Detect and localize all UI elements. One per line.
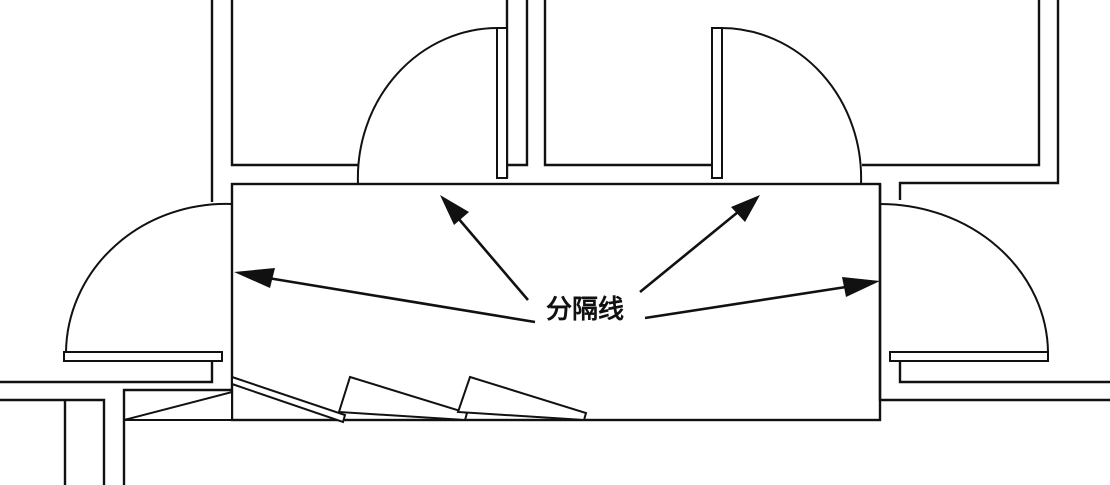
room-top-left-walls <box>210 0 529 202</box>
room-right-walls <box>878 184 1110 402</box>
bottom-partitions <box>123 375 588 424</box>
partition-label: 分隔线 <box>546 295 624 325</box>
arrow-upper-left <box>440 195 529 301</box>
arrow-upper-right <box>639 195 760 294</box>
door-swing-2 <box>711 27 863 185</box>
door-swing-1 <box>356 27 508 185</box>
arrow-left <box>234 268 536 324</box>
room-bottom-left-walls <box>0 360 232 485</box>
arrow-right <box>644 277 880 320</box>
room-top-middle-walls <box>543 0 1060 200</box>
door-swing-3 <box>63 202 233 362</box>
door-swing-4 <box>879 203 1049 362</box>
